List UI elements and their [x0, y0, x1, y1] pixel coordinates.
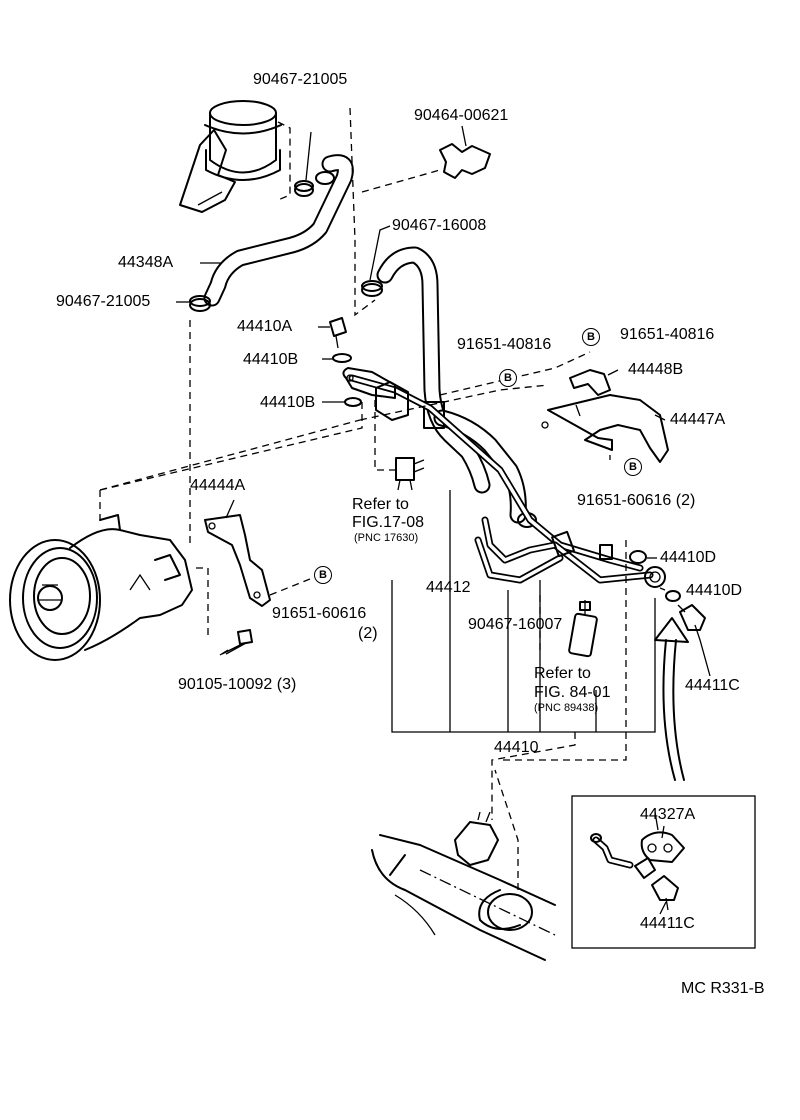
label-90467-21005-top: 90467-21005	[253, 71, 348, 88]
hose-44348A	[203, 154, 354, 307]
label-44411C-1: 44411C	[685, 677, 740, 694]
label-91651-60616-left-qty: (2)	[358, 625, 378, 642]
union-fitting	[329, 317, 409, 421]
label-pnc-89438: (PNC 89438)	[534, 702, 599, 714]
detail-inset	[571, 795, 756, 949]
arrow-up-icon	[654, 617, 689, 781]
badge-b-91651-60616-right: B	[624, 458, 642, 476]
label-90105-10092: 90105-10092 (3)	[178, 676, 297, 693]
label-90467-21005-left: 90467-21005	[56, 293, 151, 310]
label-44412: 44412	[426, 579, 471, 596]
label-90467-16008: 90467-16008	[392, 217, 487, 234]
label-91651-60616-left: 91651-60616	[272, 605, 367, 622]
label-44411C-2: 44411C	[640, 915, 695, 932]
label-44410D-2: 44410D	[686, 582, 743, 599]
label-91651-40816-a: 91651-40816	[457, 336, 552, 353]
clamp-90467-16008	[361, 225, 391, 297]
label-44447A: 44447A	[670, 411, 726, 428]
badge-b-91651-40816-b: B	[582, 328, 600, 346]
label-44410D-1: 44410D	[660, 549, 717, 566]
pressure-pipe	[348, 374, 666, 588]
label-fig-84-01: FIG. 84-01	[534, 684, 611, 701]
bracket-44447A	[541, 369, 669, 463]
clamp-90467-21005-top	[294, 131, 314, 197]
leader-lines	[176, 262, 711, 915]
label-44410A: 44410A	[237, 318, 293, 335]
label-90467-16007: 90467-16007	[468, 616, 563, 633]
clip-90464-00621	[439, 125, 491, 179]
pressure-switch	[374, 400, 425, 491]
badge-b-91651-40816-a: B	[499, 369, 517, 387]
steering-gear	[371, 811, 556, 961]
label-91651-40816-b: 91651-40816	[620, 326, 715, 343]
power-steering-pump	[9, 514, 193, 661]
label-fig-17-08: FIG.17-08	[352, 514, 425, 531]
label-91651-60616-right: 91651-60616 (2)	[577, 492, 696, 509]
reservoir-bracket-outline	[277, 121, 291, 201]
bolt-90105-10092	[196, 567, 253, 656]
group-bracket-44410	[391, 490, 656, 733]
damper-90467-16007	[568, 600, 598, 658]
label-diagram-code: MC R331-B	[681, 980, 765, 997]
label-44327A: 44327A	[640, 806, 696, 823]
label-90464-00621: 90464-00621	[414, 107, 509, 124]
label-refer-to-2: Refer to	[534, 665, 591, 682]
clamp-90467-21005-left	[189, 295, 211, 312]
label-44444A: 44444A	[190, 477, 246, 494]
label-pnc-17630: (PNC 17630)	[354, 532, 419, 544]
label-44410B-1: 44410B	[243, 351, 299, 368]
bracket-44444A	[204, 514, 316, 607]
label-44348A: 44348A	[118, 254, 174, 271]
reservoir-dash-line	[349, 107, 376, 317]
label-44410: 44410	[494, 739, 539, 756]
bolt-44411C	[629, 550, 706, 631]
badge-b-91651-60616-left: B	[314, 566, 332, 584]
label-44410B-2: 44410B	[260, 394, 316, 411]
label-refer-to-1: Refer to	[352, 496, 409, 513]
reservoir-tank	[179, 100, 282, 213]
label-44448B: 44448B	[628, 361, 684, 378]
